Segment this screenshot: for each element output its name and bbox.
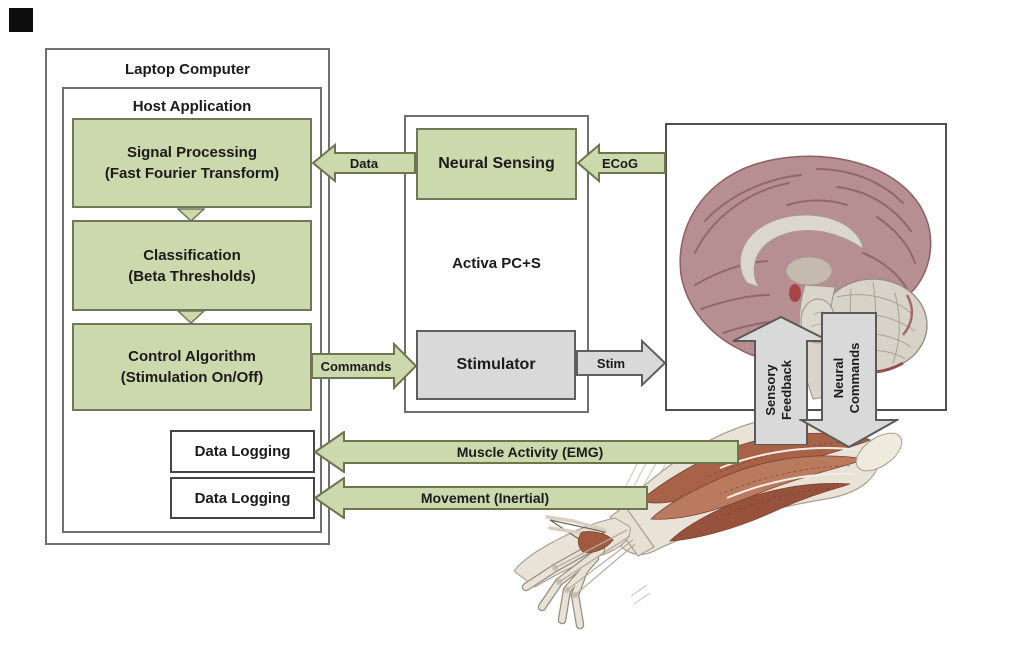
stim-arrow-label: Stim xyxy=(596,355,626,371)
sensory-feedback-line1: Sensory xyxy=(763,364,778,416)
sensory-feedback-label: Sensory Feedback xyxy=(763,330,799,450)
arm-illustration xyxy=(513,417,903,630)
classification-line2: (Beta Thresholds) xyxy=(128,267,256,285)
neural-commands-arrow xyxy=(799,312,899,449)
flow-chevron-icon xyxy=(177,310,205,324)
data-logging-label-1: Data Logging xyxy=(194,443,291,460)
neural-sensing-label: Neural Sensing xyxy=(438,155,555,172)
neural-commands-line1: Neural xyxy=(831,357,846,399)
data-arrow-label: Data xyxy=(349,155,379,171)
stimulator-label: Stimulator xyxy=(456,356,536,373)
laptop-computer-title: Laptop Computer xyxy=(125,60,250,78)
neural-commands-line2: Commands xyxy=(847,342,862,414)
emg-arrow-label: Muscle Activity (EMG) xyxy=(456,444,604,460)
movement-arrow xyxy=(314,477,648,519)
stim-arrow xyxy=(576,339,666,387)
signal-processing-line2: (Fast Fourier Transform) xyxy=(104,165,280,182)
movement-arrow-label: Movement (Inertial) xyxy=(420,490,550,506)
data-logging-box-1: Data Logging xyxy=(170,430,315,473)
ecog-arrow xyxy=(577,142,666,184)
commands-arrow-label: Commands xyxy=(320,358,392,374)
emg-arrow xyxy=(314,431,739,473)
host-application-title: Host Application xyxy=(132,97,252,115)
control-algorithm-box: Control Algorithm (Stimulation On/Off) xyxy=(72,323,312,411)
black-square-marker xyxy=(9,8,33,32)
data-logging-label-2: Data Logging xyxy=(194,489,291,507)
control-algorithm-line2: (Stimulation On/Off) xyxy=(120,369,264,386)
control-algorithm-line1: Control Algorithm xyxy=(128,348,256,365)
classification-line1: Classification xyxy=(143,246,241,264)
flow-chevron-icon xyxy=(177,208,205,222)
sensory-feedback-line2: Feedback xyxy=(779,360,794,420)
commands-arrow xyxy=(311,342,417,390)
neural-sensing-box: Neural Sensing xyxy=(416,128,577,200)
signal-processing-line1: Signal Processing xyxy=(126,144,258,161)
classification-box: Classification (Beta Thresholds) xyxy=(72,220,312,311)
data-logging-box-2: Data Logging xyxy=(170,477,315,519)
neural-commands-label: Neural Commands xyxy=(831,318,867,438)
stimulator-box: Stimulator xyxy=(416,330,576,400)
activa-title: Activa PC+S xyxy=(452,254,541,272)
ecog-arrow-label: ECoG xyxy=(601,155,639,171)
signal-processing-box: Signal Processing (Fast Fourier Transfor… xyxy=(72,118,312,208)
data-arrow xyxy=(312,143,416,183)
